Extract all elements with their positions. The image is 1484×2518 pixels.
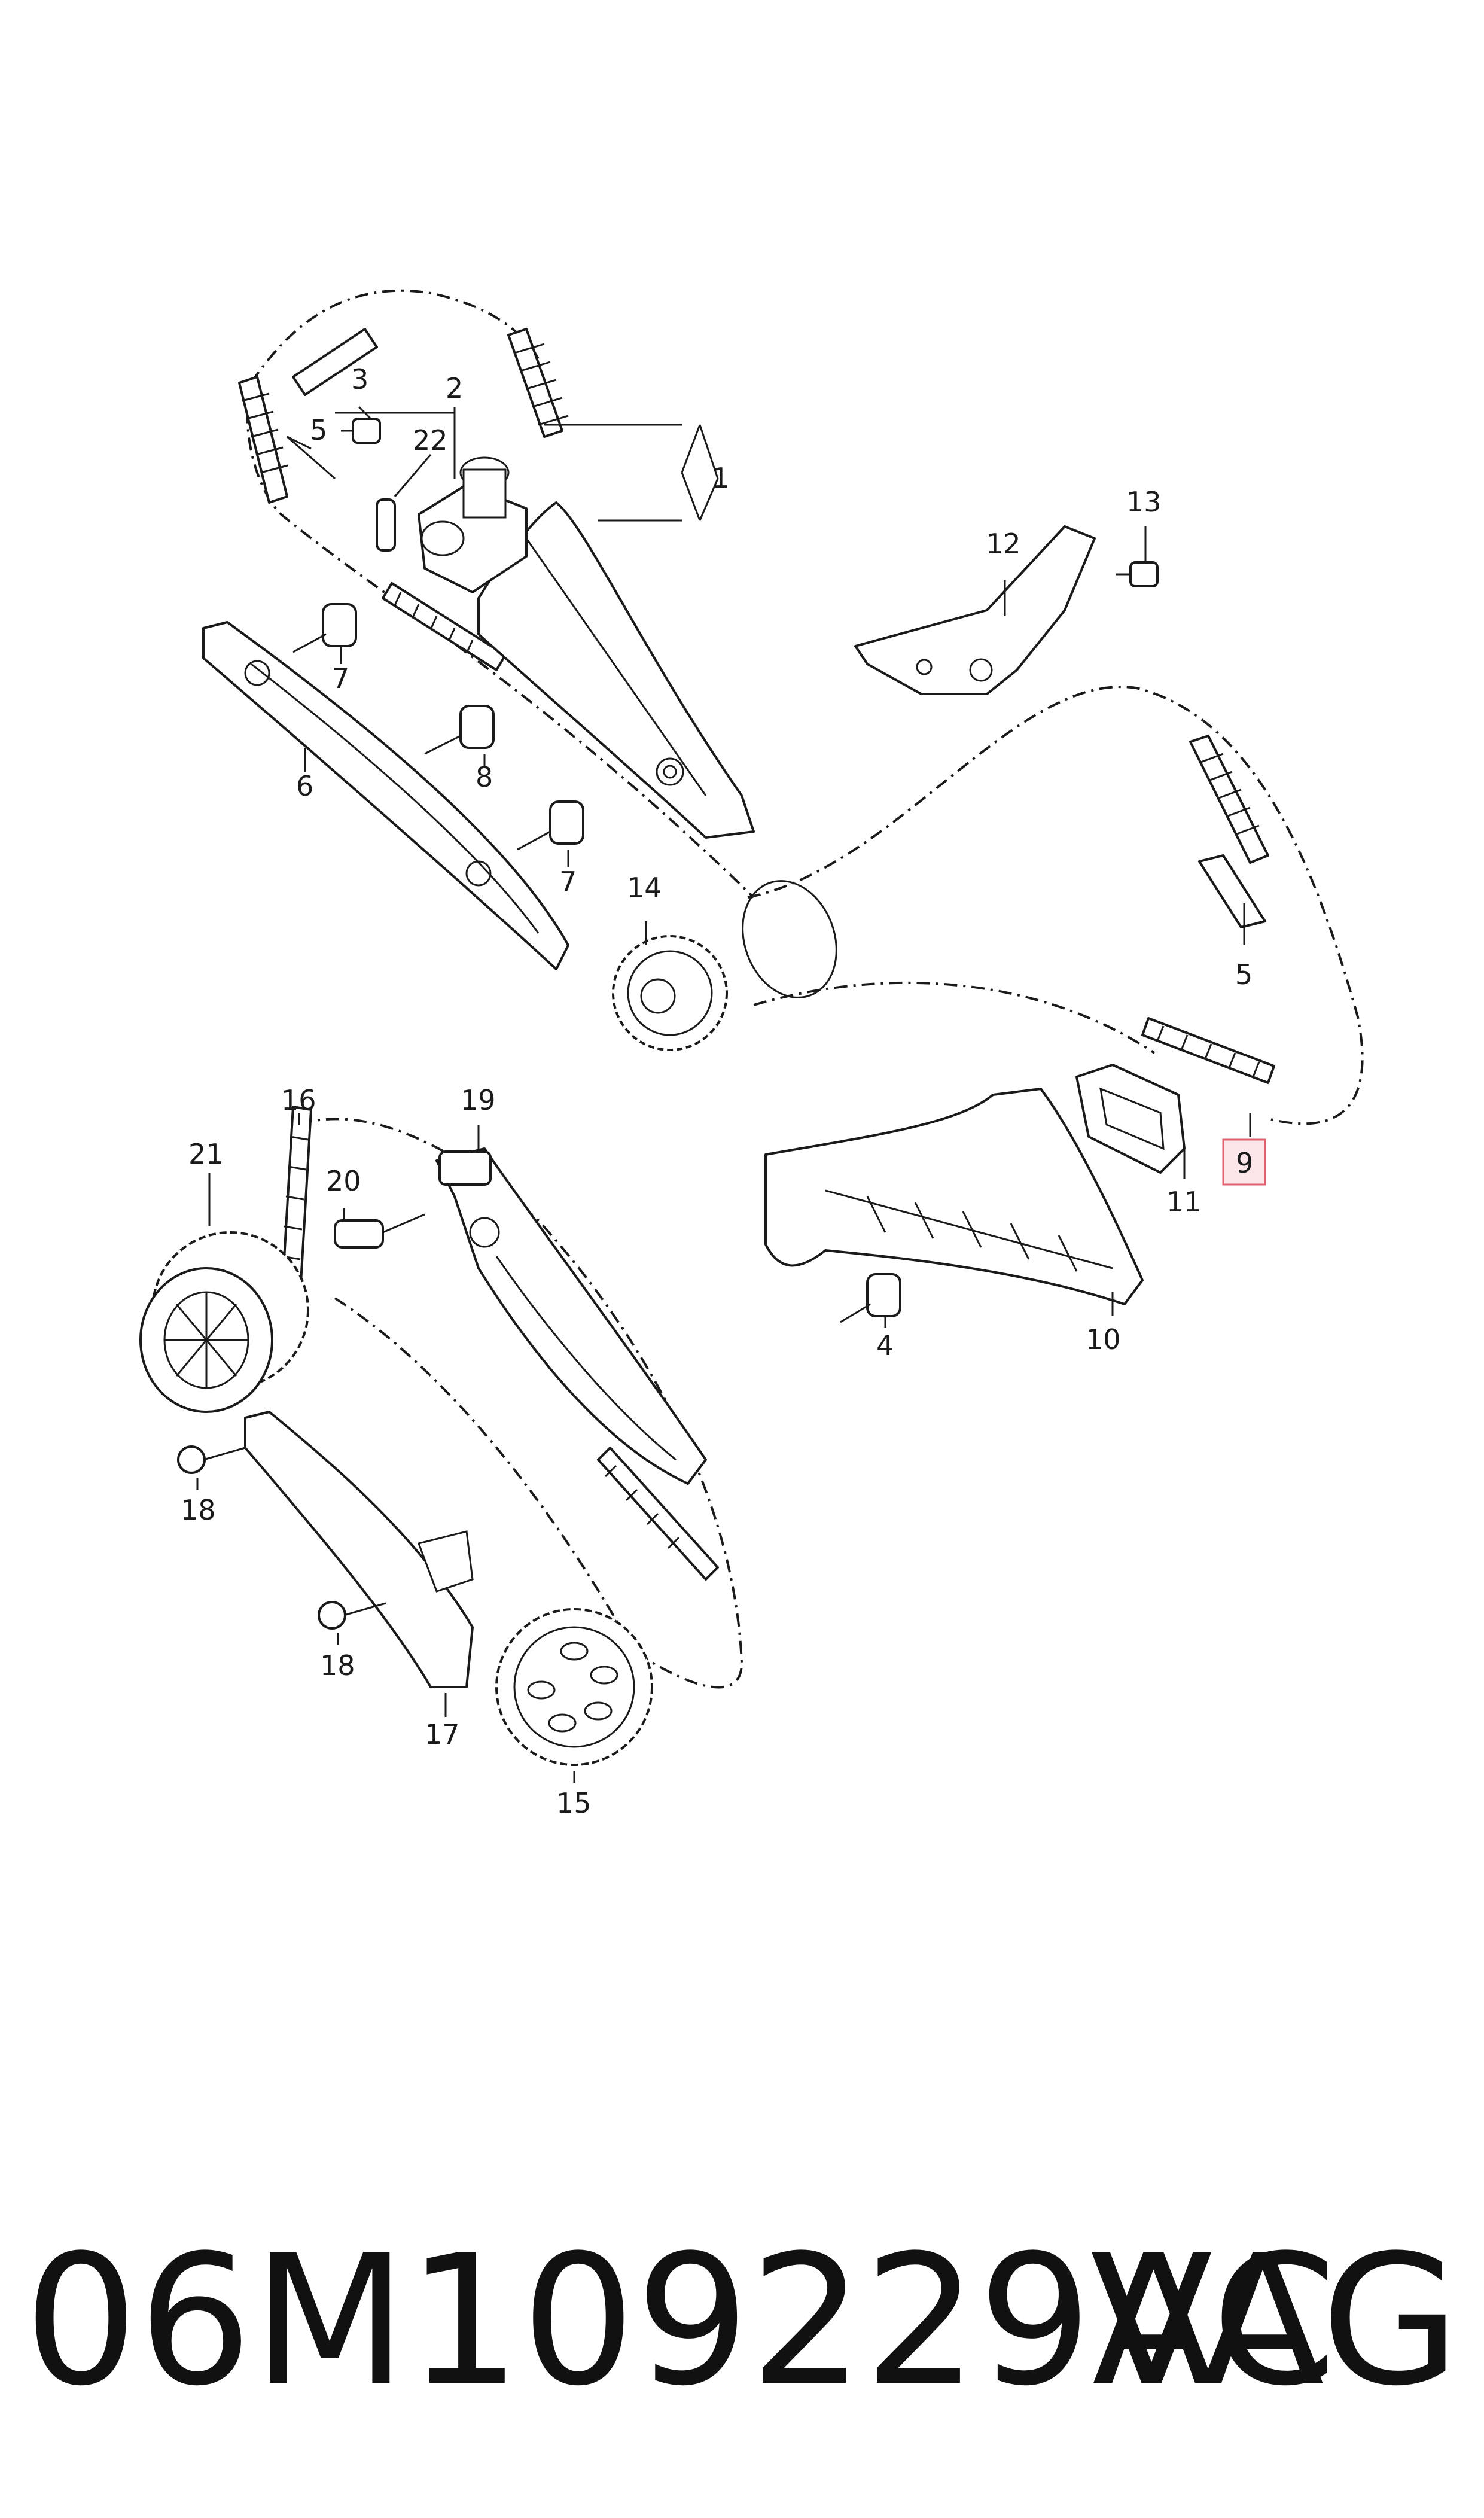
part-10-chain-guide — [764, 1088, 1144, 1305]
upper-chain-route — [250, 289, 540, 384]
right-chain-lower-route — [753, 981, 1156, 1054]
callout-7-lower[interactable]: 7 — [559, 866, 577, 898]
right-chain-route — [747, 686, 1364, 1125]
part-6-tensioning-rail — [202, 621, 569, 970]
part-3-bolt — [341, 418, 381, 444]
callout-11[interactable]: 11 — [1166, 1186, 1202, 1218]
part-7-guide-pin-upper — [292, 603, 357, 653]
callout-5-top[interactable]: 5 — [310, 414, 327, 446]
part-19-tensioning-rail — [435, 1147, 707, 1485]
callout-1[interactable]: 1 — [712, 462, 729, 494]
chain-segment-right-top — [1189, 735, 1269, 864]
part-12-bracket — [854, 525, 1096, 695]
callout-12[interactable]: 12 — [986, 528, 1021, 560]
part-18-bolt-lower — [318, 1601, 386, 1630]
callout-7-upper[interactable]: 7 — [332, 662, 349, 695]
callout-18-upper[interactable]: 18 — [181, 1494, 216, 1526]
part-5-slide-top — [292, 328, 378, 396]
callout-3[interactable]: 3 — [351, 363, 368, 395]
part-11-tensioner-block — [1075, 1064, 1186, 1174]
callout-16[interactable]: 16 — [281, 1084, 316, 1116]
part-15-crankshaft-sprocket — [495, 1608, 653, 1766]
part-13-bolt — [1116, 561, 1159, 587]
callout-9[interactable]: 9 — [1236, 1147, 1253, 1179]
callout-22[interactable]: 22 — [413, 424, 448, 456]
callout-8[interactable]: 8 — [476, 761, 493, 793]
chain-segment-lower-right — [597, 1447, 719, 1581]
leader-lines — [196, 406, 1251, 1783]
callout-10[interactable]: 10 — [1086, 1323, 1121, 1356]
part-5-slide-right — [1198, 854, 1266, 928]
callout-19[interactable]: 19 — [461, 1084, 496, 1116]
part-4-guide-pin — [840, 1273, 901, 1323]
callout-20[interactable]: 20 — [326, 1165, 361, 1197]
footer-caption: 06M109229AC VAG — [0, 2213, 1484, 2429]
callout-9-highlight-box — [1222, 1138, 1266, 1186]
part-22-seal — [376, 498, 396, 552]
callout-14[interactable]: 14 — [627, 872, 662, 904]
callout-6[interactable]: 6 — [296, 770, 313, 802]
timing-chain-exploded-diagram: 1 2 3 22 5 7 8 7 6 14 12 13 5 9 11 10 4 … — [139, 289, 1364, 1819]
part-1-chain-guide-rail — [477, 501, 755, 839]
callout-5-right[interactable]: 5 — [1235, 958, 1253, 991]
part-8-guide-pin — [424, 705, 495, 755]
callout-4[interactable]: 4 — [876, 1329, 894, 1362]
callout-2[interactable]: 2 — [446, 372, 463, 404]
upper-chain-route-left — [246, 382, 755, 899]
callout-15[interactable]: 15 — [556, 1787, 592, 1819]
chain-segment-upper-right — [507, 328, 569, 438]
part-2-chain-tensioner — [418, 456, 528, 593]
chain-segment-upper-left — [238, 376, 288, 504]
part-number-label: 06M109229AC — [24, 2216, 1337, 2425]
lower-chain-route — [298, 1118, 743, 1689]
callout-21[interactable]: 21 — [188, 1138, 224, 1170]
callout-18-lower[interactable]: 18 — [320, 1649, 355, 1682]
chain-segment-right-bottom — [1141, 1017, 1275, 1084]
callout-13[interactable]: 13 — [1126, 486, 1162, 518]
part-14-sprocket — [612, 935, 728, 1051]
brand-label: VAG — [1090, 2216, 1460, 2425]
chain-loop-ellipse — [742, 880, 837, 998]
part-17-guide-rail — [244, 1411, 474, 1688]
part-21-camshaft-adjuster — [139, 1231, 309, 1413]
part-18-bolt-upper — [177, 1445, 246, 1474]
part-20-pin — [334, 1213, 425, 1249]
part-7-guide-pin-lower — [517, 800, 584, 851]
callout-17[interactable]: 17 — [425, 1718, 460, 1750]
